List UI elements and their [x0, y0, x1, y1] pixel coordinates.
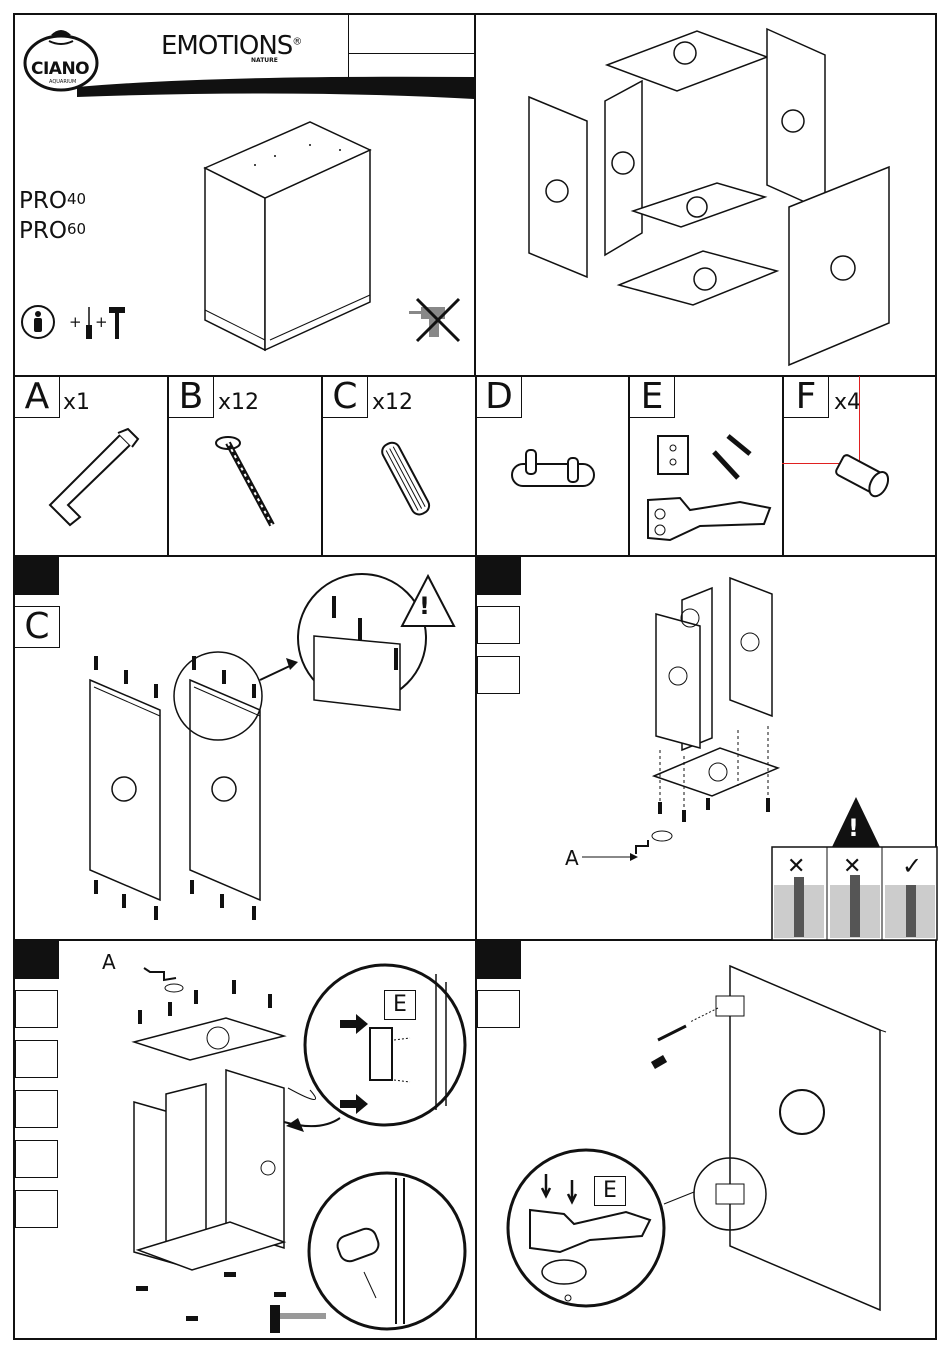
screwdriver-icon [84, 305, 94, 341]
hinge-mount-detail [300, 960, 470, 1130]
part-c-label: C [323, 377, 368, 418]
right-side-panel [767, 29, 825, 211]
bottom-shelf [619, 251, 777, 305]
door-hinge-diagram [490, 960, 930, 1320]
person-icon [20, 304, 56, 340]
middle-shelf [633, 183, 765, 227]
part-c-qty: x12 [372, 390, 413, 415]
cover-panel: CIANO AQUARIUM EMOTIONS® NATURE PRO40 PR… [15, 15, 474, 375]
part-b-qty: x12 [218, 390, 259, 415]
knob-mount-detail [304, 1168, 470, 1334]
plus-sign: + [95, 313, 108, 331]
hammer-icon [107, 305, 127, 341]
no-drill-icon [407, 295, 467, 345]
part-d-label: D [477, 377, 522, 418]
top-panel [607, 31, 767, 91]
step1-dowel-diagram [40, 560, 460, 940]
knob-icon [830, 448, 900, 508]
wrong-mark: ✕ [787, 854, 805, 879]
left-side-panel [529, 97, 587, 277]
model-list: PRO40 PRO60 [19, 185, 86, 245]
step-number-bar [477, 557, 521, 595]
warning-mark: ! [848, 814, 859, 842]
exploded-panels-diagram [477, 15, 937, 375]
hinge-set-icon [640, 428, 780, 548]
shelf-support-icon [506, 448, 606, 508]
model-pro60: PRO60 [19, 215, 86, 245]
part-a-qty: x1 [63, 390, 90, 415]
cabinet-illustration [200, 120, 400, 360]
step-checkbox [477, 606, 520, 644]
header-swoosh [15, 15, 474, 105]
step4-callout-label: E [594, 1176, 626, 1206]
step2-tool-label: A [565, 846, 579, 870]
correct-mark: ✓ [902, 852, 922, 880]
allen-key-icon [40, 425, 140, 535]
step-checkbox [477, 656, 520, 694]
wrong-mark: ✕ [843, 854, 861, 879]
step3-callout-label: E [384, 990, 416, 1020]
warning-mark: ! [419, 592, 430, 620]
model-pro40: PRO40 [19, 185, 86, 215]
part-a-label: A [15, 377, 60, 418]
screw-icon [210, 433, 290, 533]
part-b-label: B [169, 377, 214, 418]
part-e-label: E [630, 377, 675, 418]
back-panel [605, 81, 642, 255]
pointer-arrow [580, 852, 640, 862]
dowel-icon [372, 434, 442, 524]
plus-sign: + [69, 313, 82, 331]
